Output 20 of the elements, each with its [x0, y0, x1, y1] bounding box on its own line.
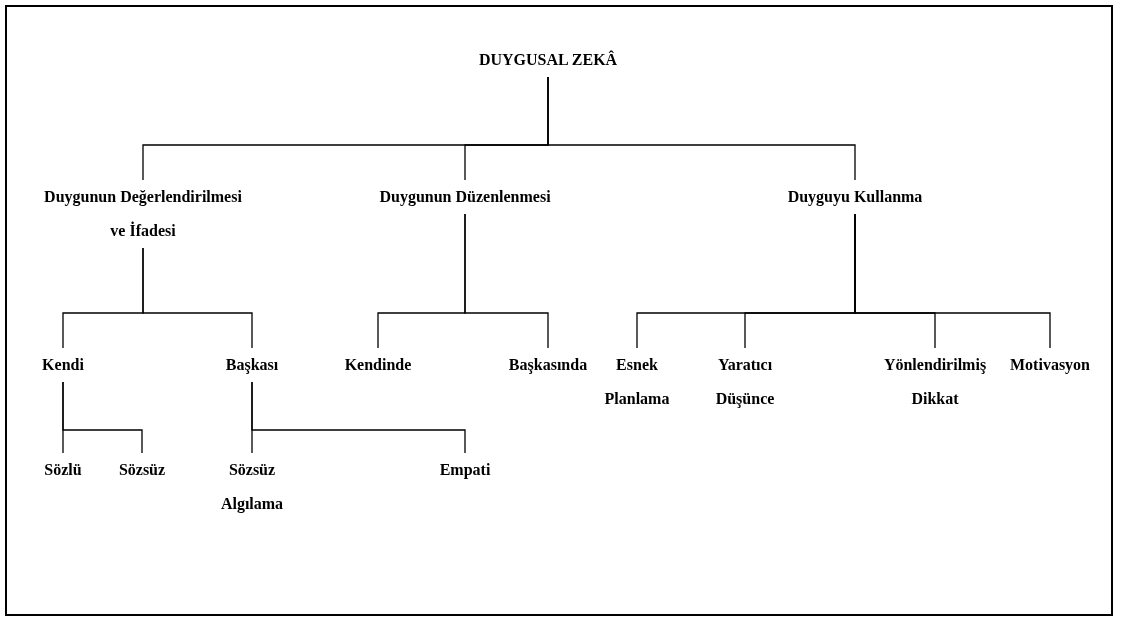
node-label: Sözsüz: [107, 453, 177, 487]
node-label: Empati: [425, 453, 505, 487]
node-label: DUYGUSAL ZEKÂ: [448, 43, 648, 77]
node-label: Duygunun Düzenlenmesi: [340, 180, 590, 214]
node-label: Yönlendirilmiş Dikkat: [875, 348, 995, 416]
connector-line: [251, 381, 466, 454]
connector-line: [62, 381, 143, 454]
node-label: Kendi: [23, 348, 103, 382]
node-label: Başkası: [207, 348, 297, 382]
connector-line: [854, 213, 1051, 349]
node-label: Duygunun Değerlendirilmesi ve İfadesi: [43, 180, 243, 248]
node-label: Sözsüz Algılama: [212, 453, 292, 521]
connector-line: [142, 247, 253, 349]
connector-line: [547, 76, 856, 181]
node-label: Yaratıcı Düşünce: [705, 348, 785, 416]
node-label: Sözlü: [28, 453, 98, 487]
node-label: Duyguyu Kullanma: [755, 180, 955, 214]
connector-line: [464, 213, 549, 349]
node-label: Motivasyon: [1000, 348, 1100, 382]
node-label: Kendinde: [328, 348, 428, 382]
